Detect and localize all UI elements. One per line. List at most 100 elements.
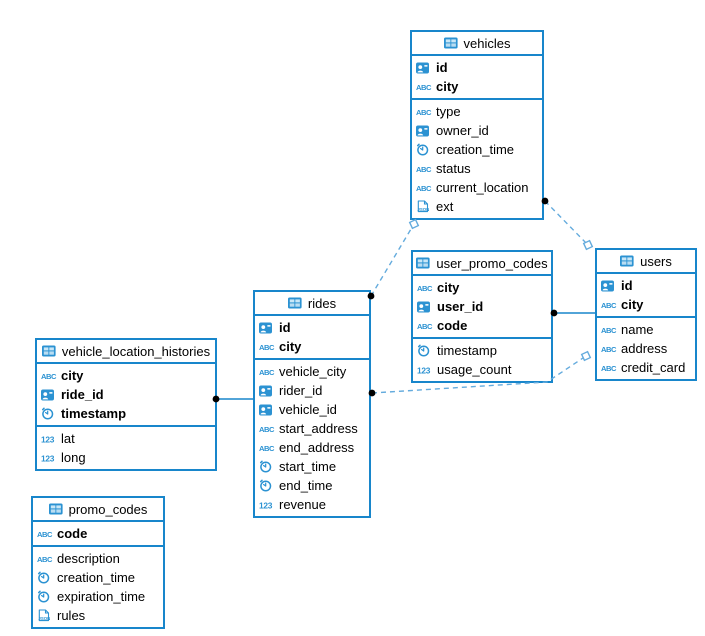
column-user_id[interactable]: user_id (413, 297, 551, 316)
column-code[interactable]: ABC code (33, 524, 163, 543)
column-usage_count[interactable]: 123 usage_count (413, 360, 551, 379)
column-lat[interactable]: 123 lat (37, 429, 215, 448)
column-vehicle_city[interactable]: ABC vehicle_city (255, 362, 369, 381)
relation-line[interactable] (544, 200, 589, 246)
text-icon: ABC (601, 363, 618, 373)
json-icon: JSON (416, 200, 433, 213)
column-id[interactable]: id (412, 58, 542, 77)
column-ride_id[interactable]: ride_id (37, 385, 215, 404)
column-current_location[interactable]: ABC current_location (412, 178, 542, 197)
table-header[interactable]: vehicle_location_histories (37, 340, 215, 364)
column-revenue[interactable]: 123 revenue (255, 495, 369, 514)
column-name: long (61, 450, 86, 465)
columns-section: 123 lat 123 long (37, 425, 215, 469)
datetime-icon (259, 479, 276, 492)
column-city[interactable]: ABC city (37, 366, 215, 385)
column-type[interactable]: ABC type (412, 102, 542, 121)
column-code[interactable]: ABC code (413, 316, 551, 335)
relation-line[interactable] (371, 355, 587, 394)
column-name: type (436, 104, 461, 119)
relation-endpoint-diamond (580, 350, 592, 362)
text-icon: ABC (416, 82, 433, 92)
table-rides[interactable]: rides id ABC city ABC vehicle_city rider… (253, 290, 371, 518)
column-end_time[interactable]: end_time (255, 476, 369, 495)
table-icon (48, 503, 64, 515)
column-expiration_time[interactable]: expiration_time (33, 587, 163, 606)
text-icon: ABC (601, 344, 618, 354)
column-city[interactable]: ABC city (597, 295, 695, 314)
datetime-icon (37, 571, 54, 584)
column-creation_time[interactable]: creation_time (412, 140, 542, 159)
svg-text:ABC: ABC (416, 108, 432, 117)
column-city[interactable]: ABC city (412, 77, 542, 96)
column-name: status (436, 161, 471, 176)
relation-vehicle_location_histories-rides[interactable] (212, 395, 254, 403)
table-header[interactable]: user_promo_codes (413, 252, 551, 276)
text-icon: ABC (601, 300, 618, 310)
svg-text:123: 123 (41, 453, 55, 463)
table-vehicles[interactable]: vehicles id ABC city ABC type owner_id c… (410, 30, 544, 220)
relation-vehicles-users[interactable] (541, 197, 594, 251)
column-credit_card[interactable]: ABC credit_card (597, 358, 695, 377)
svg-text:ABC: ABC (259, 425, 275, 434)
table-header[interactable]: promo_codes (33, 498, 163, 522)
text-icon: ABC (416, 183, 433, 193)
table-name: rides (307, 295, 337, 311)
column-name[interactable]: ABC name (597, 320, 695, 339)
table-promo_codes[interactable]: promo_codes ABC code ABC description cre… (31, 496, 165, 629)
id-icon (259, 322, 276, 334)
column-end_address[interactable]: ABC end_address (255, 438, 369, 457)
table-icon (287, 297, 303, 309)
column-creation_time[interactable]: creation_time (33, 568, 163, 587)
table-users[interactable]: users id ABC city ABC name ABC address A… (595, 248, 697, 381)
column-name: revenue (279, 497, 326, 512)
column-description[interactable]: ABC description (33, 549, 163, 568)
column-id[interactable]: id (255, 318, 369, 337)
column-owner_id[interactable]: owner_id (412, 121, 542, 140)
column-name: usage_count (437, 362, 512, 377)
column-city[interactable]: ABC city (413, 278, 551, 297)
relation-line[interactable] (370, 223, 415, 297)
column-status[interactable]: ABC status (412, 159, 542, 178)
column-vehicle_id[interactable]: vehicle_id (255, 400, 369, 419)
text-icon: ABC (416, 164, 433, 174)
primary-key-section: ABC city ride_id timestamp (37, 364, 215, 425)
column-address[interactable]: ABC address (597, 339, 695, 358)
column-start_address[interactable]: ABC start_address (255, 419, 369, 438)
column-name: ride_id (61, 387, 104, 402)
datetime-icon (37, 590, 54, 603)
relation-user_promo_codes-users[interactable] (550, 309, 596, 317)
relation-rides-users[interactable] (368, 350, 592, 397)
column-ext[interactable]: JSON ext (412, 197, 542, 216)
column-name: owner_id (436, 123, 489, 138)
id-icon (417, 301, 434, 313)
column-name: city (61, 368, 84, 383)
column-id[interactable]: id (597, 276, 695, 295)
column-rules[interactable]: JSON rules (33, 606, 163, 625)
datetime-icon (259, 460, 276, 473)
number-icon: 123 (41, 453, 58, 463)
text-icon: ABC (259, 443, 276, 453)
table-vehicle_location_histories[interactable]: vehicle_location_histories ABC city ride… (35, 338, 217, 471)
column-city[interactable]: ABC city (255, 337, 369, 356)
column-name: rider_id (279, 383, 323, 398)
column-long[interactable]: 123 long (37, 448, 215, 467)
column-name: city (436, 79, 459, 94)
text-icon: ABC (259, 342, 276, 352)
column-rider_id[interactable]: rider_id (255, 381, 369, 400)
relation-endpoint-dot (212, 395, 220, 403)
table-user_promo_codes[interactable]: user_promo_codes ABC city user_id ABC co… (411, 250, 553, 383)
table-header[interactable]: vehicles (412, 32, 542, 56)
relation-endpoint-diamond (408, 218, 420, 230)
column-timestamp[interactable]: timestamp (37, 404, 215, 423)
column-timestamp[interactable]: timestamp (413, 341, 551, 360)
relation-rides-vehicles[interactable] (367, 218, 420, 300)
table-header[interactable]: users (597, 250, 695, 274)
text-icon: ABC (416, 107, 433, 117)
table-header[interactable]: rides (255, 292, 369, 316)
svg-text:ABC: ABC (601, 301, 617, 310)
column-name: user_id (437, 299, 484, 314)
column-start_time[interactable]: start_time (255, 457, 369, 476)
id-icon (416, 125, 433, 137)
